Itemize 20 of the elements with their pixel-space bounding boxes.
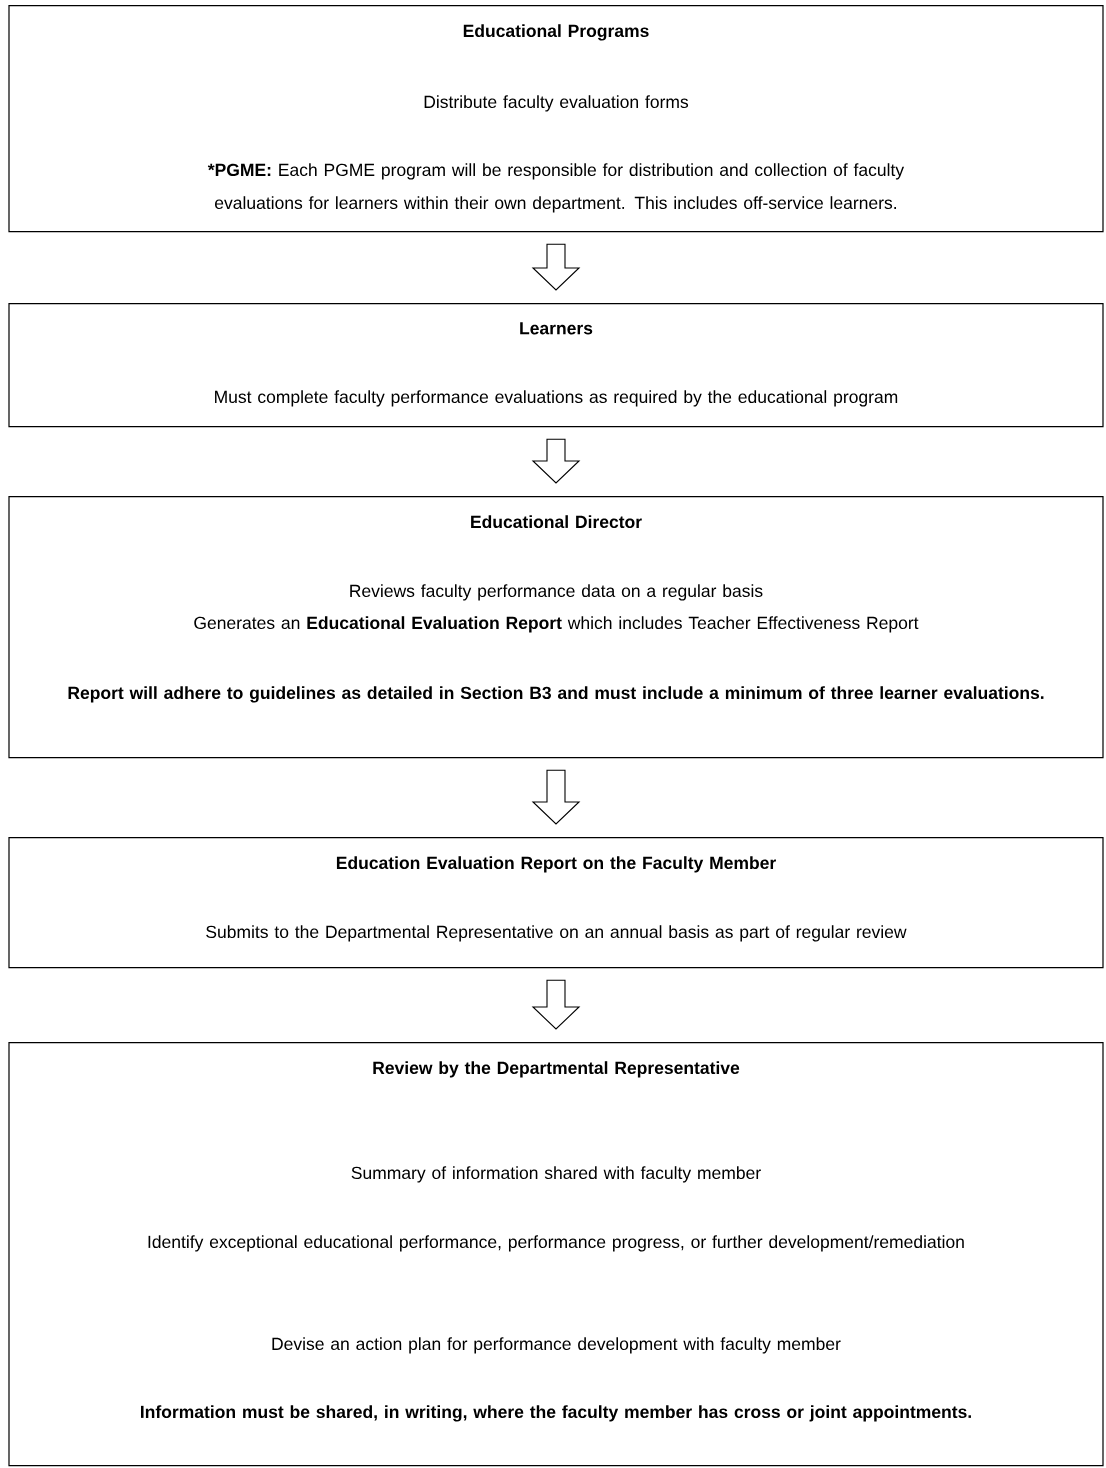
box-text: *PGME: Each PGME program will be responsible for distribution and collection of faculty evaluations for learners within their own department. This includes off-service learners.: [207, 163, 905, 213]
note-text: Report will adhere to guidelines as detailed in Section B3 and must include a minimum of three learner evaluations.: [68, 686, 1044, 703]
arrow: [531, 769, 581, 825]
box-text: Must complete faculty performance evaluations as required by the educational program: [215, 390, 898, 407]
box-text: Summary of information shared with faculty member: [351, 1166, 761, 1183]
box-heading: Educational Programs: [463, 24, 649, 41]
box-heading: Review by the Departmental Representative: [373, 1061, 740, 1078]
arrow: [531, 243, 581, 291]
box-text: Identify exceptional educational performance, performance progress, or further development/remediation: [148, 1235, 964, 1252]
box-text: Devise an action plan for performance development with faculty member: [272, 1337, 841, 1354]
box-heading: Learners: [520, 322, 593, 335]
box-text: Distribute faculty evaluation forms: [424, 95, 689, 112]
box-heading: Educational Director: [471, 515, 642, 529]
arrow: [531, 438, 581, 484]
note-text: Information must be shared, in writing, where the faculty member has cross or joint appointments.: [141, 1405, 971, 1422]
box-heading: Education Evaluation Report on the Faculty Member: [336, 856, 776, 873]
arrow: [531, 979, 581, 1030]
box-text: Generates an Educational Evaluation Report which includes Teacher Effectiveness Report: [194, 616, 919, 633]
box-text: Submits to the Departmental Representative on an annual basis as part of regular review: [206, 925, 907, 942]
box-text: Reviews faculty performance data on a regular basis: [350, 584, 763, 601]
